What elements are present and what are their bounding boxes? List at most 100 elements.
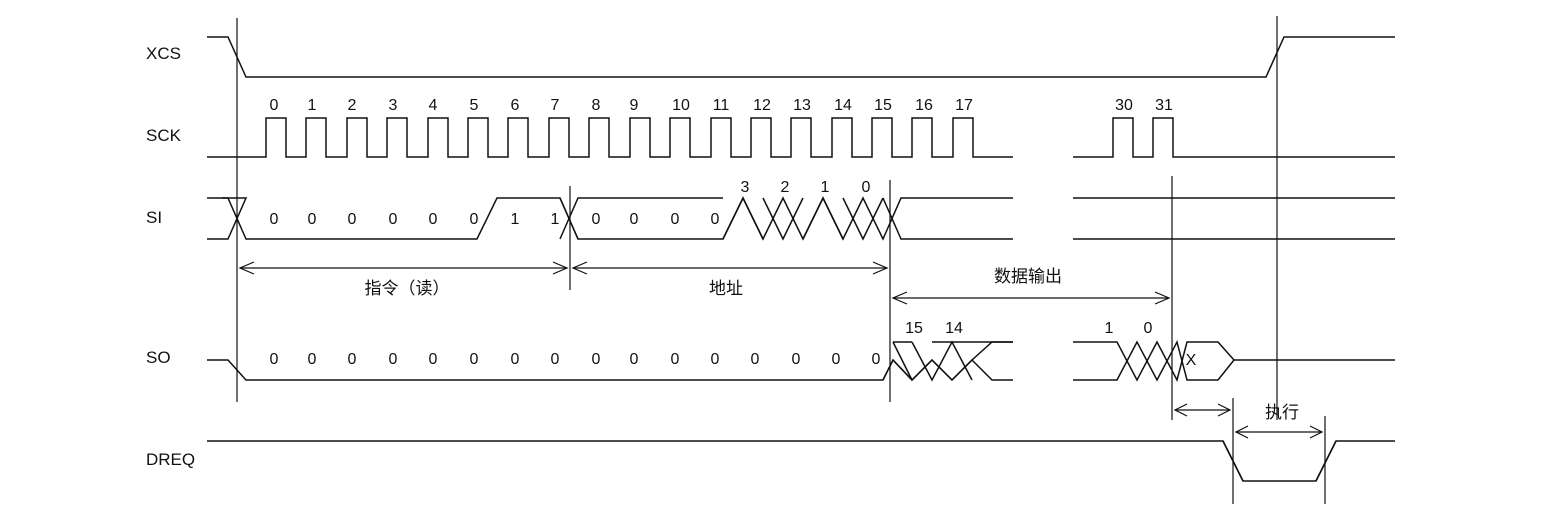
si-bit: 0: [308, 211, 317, 228]
sck-wave-main: [207, 117, 1013, 158]
so-data-bit: 14: [945, 320, 963, 337]
so-bit: 0: [308, 351, 317, 368]
so-waveform: [207, 339, 1395, 383]
delay-arrow-head-right: [1217, 403, 1232, 417]
sck-clock-label: 9: [630, 97, 639, 114]
si-wave-high: [207, 196, 1013, 241]
sck-clock-label: 12: [753, 97, 771, 114]
data-output-arrow-head-left: [891, 291, 908, 305]
si-address-bit: 0: [862, 179, 871, 196]
sck-clock-label: 17: [955, 97, 973, 114]
so-bit: 0: [630, 351, 639, 368]
so-bit: 0: [348, 351, 357, 368]
so-bit: 0: [270, 351, 279, 368]
so-bit: 0: [792, 351, 801, 368]
so-bit: 0: [551, 351, 560, 368]
execute-arrow-head-right: [1309, 425, 1324, 439]
so-wave-tail-bottom: [1073, 339, 1235, 382]
signal-label-dreq: DREQ: [146, 450, 195, 469]
sck-clock-label: 1: [308, 97, 317, 114]
sck-clock-label: 2: [348, 97, 357, 114]
so-bit: 0: [592, 351, 601, 368]
sck-clock-label: 7: [551, 97, 560, 114]
sck-clock-label: 13: [793, 97, 811, 114]
delay-arrow-head-left: [1173, 403, 1188, 417]
signal-label-sck: SCK: [146, 126, 182, 145]
sck-clock-label: 14: [834, 97, 852, 114]
phase-label-instruction: 指令（读）: [365, 279, 450, 298]
phase-label-address: 地址: [709, 279, 743, 298]
sck-waveform: [207, 117, 1395, 158]
sck-wave-tail: [1073, 117, 1395, 158]
execute-arrow-head-left: [1234, 425, 1249, 439]
so-bit: 0: [832, 351, 841, 368]
so-data-bit: 1: [1105, 320, 1114, 337]
so-bit: 0: [429, 351, 438, 368]
sck-clock-label: 8: [592, 97, 601, 114]
signal-label-so: SO: [146, 348, 171, 367]
so-bit: 0: [470, 351, 479, 368]
si-bit: 0: [592, 211, 601, 228]
sck-clock-label: 10: [672, 97, 690, 114]
xcs-waveform: [207, 36, 1395, 78]
si-bit: 1: [511, 211, 520, 228]
so-bit: 0: [872, 351, 881, 368]
sck-clock-label: 30: [1115, 97, 1133, 114]
signal-label-si: SI: [146, 208, 162, 227]
so-data-bit: 0: [1144, 320, 1153, 337]
sck-clock-label: 5: [470, 97, 479, 114]
dreq-waveform: [207, 440, 1395, 482]
sck-clock-labels: 0 1 2 3 4 5 6 7 8 9 10 11 12 13 14 15 16…: [270, 97, 1173, 114]
si-address-bit: 1: [821, 179, 830, 196]
si-bit: 0: [348, 211, 357, 228]
address-arrow-head-left: [571, 261, 588, 275]
si-waveform: [207, 196, 1395, 241]
si-address-bits: 3 2 1 0: [741, 179, 871, 196]
so-bit: 0: [751, 351, 760, 368]
instruction-arrow-head-right: [552, 261, 569, 275]
signal-label-xcs: XCS: [146, 44, 181, 63]
so-wave-main-bottom: [882, 341, 1013, 382]
so-wave-hold-top: [892, 340, 1013, 382]
so-final-bit: X: [1186, 352, 1197, 369]
phase-label-data-output: 数据输出: [994, 267, 1062, 286]
si-address-bit: 2: [781, 179, 790, 196]
sck-clock-label: 11: [713, 97, 730, 114]
si-bit: 0: [711, 211, 720, 228]
instruction-arrow-head-left: [238, 261, 255, 275]
sck-clock-label: 0: [270, 97, 279, 114]
so-bit: 0: [711, 351, 720, 368]
si-bit: 0: [470, 211, 479, 228]
phase-arrows: [238, 261, 1324, 439]
phase-labels: 指令（读） 地址 数据输出 执行: [365, 267, 1300, 422]
si-bit: 0: [671, 211, 680, 228]
so-bit: 0: [389, 351, 398, 368]
so-bits: 0 0 0 0 0 0 0 0 0 0 0 0 0 0 0 0: [270, 351, 881, 368]
address-arrow-head-right: [872, 261, 889, 275]
so-wave-tail-top: [1073, 340, 1395, 383]
phase-label-execute: 执行: [1265, 403, 1299, 422]
data-output-arrow-head-right: [1154, 291, 1171, 305]
si-address-bit: 3: [741, 179, 750, 196]
si-bit: 0: [270, 211, 279, 228]
si-bit: 0: [429, 211, 438, 228]
si-bit: 1: [551, 211, 560, 228]
sck-clock-label: 3: [389, 97, 398, 114]
so-data-bit: 15: [905, 320, 923, 337]
sck-clock-label: 4: [429, 97, 438, 114]
si-wave-high-top: [559, 197, 723, 240]
si-bit: 0: [630, 211, 639, 228]
guide-lines: [236, 16, 1326, 504]
so-bit: 0: [511, 351, 520, 368]
signal-labels: XCS SCK SI SO DREQ: [146, 44, 195, 469]
sck-clock-label: 16: [915, 97, 933, 114]
dreq-waveform-alt: [1222, 440, 1337, 482]
sck-clock-label: 6: [511, 97, 520, 114]
sck-clock-label: 31: [1155, 97, 1173, 114]
so-bit: 0: [671, 351, 680, 368]
sck-clock-label: 15: [874, 97, 892, 114]
so-data-bits: 15 14 1 0 X: [905, 320, 1197, 369]
si-bit: 0: [389, 211, 398, 228]
si-bits: 0 0 0 0 0 0 1 1 0 0 0 0: [270, 211, 720, 228]
